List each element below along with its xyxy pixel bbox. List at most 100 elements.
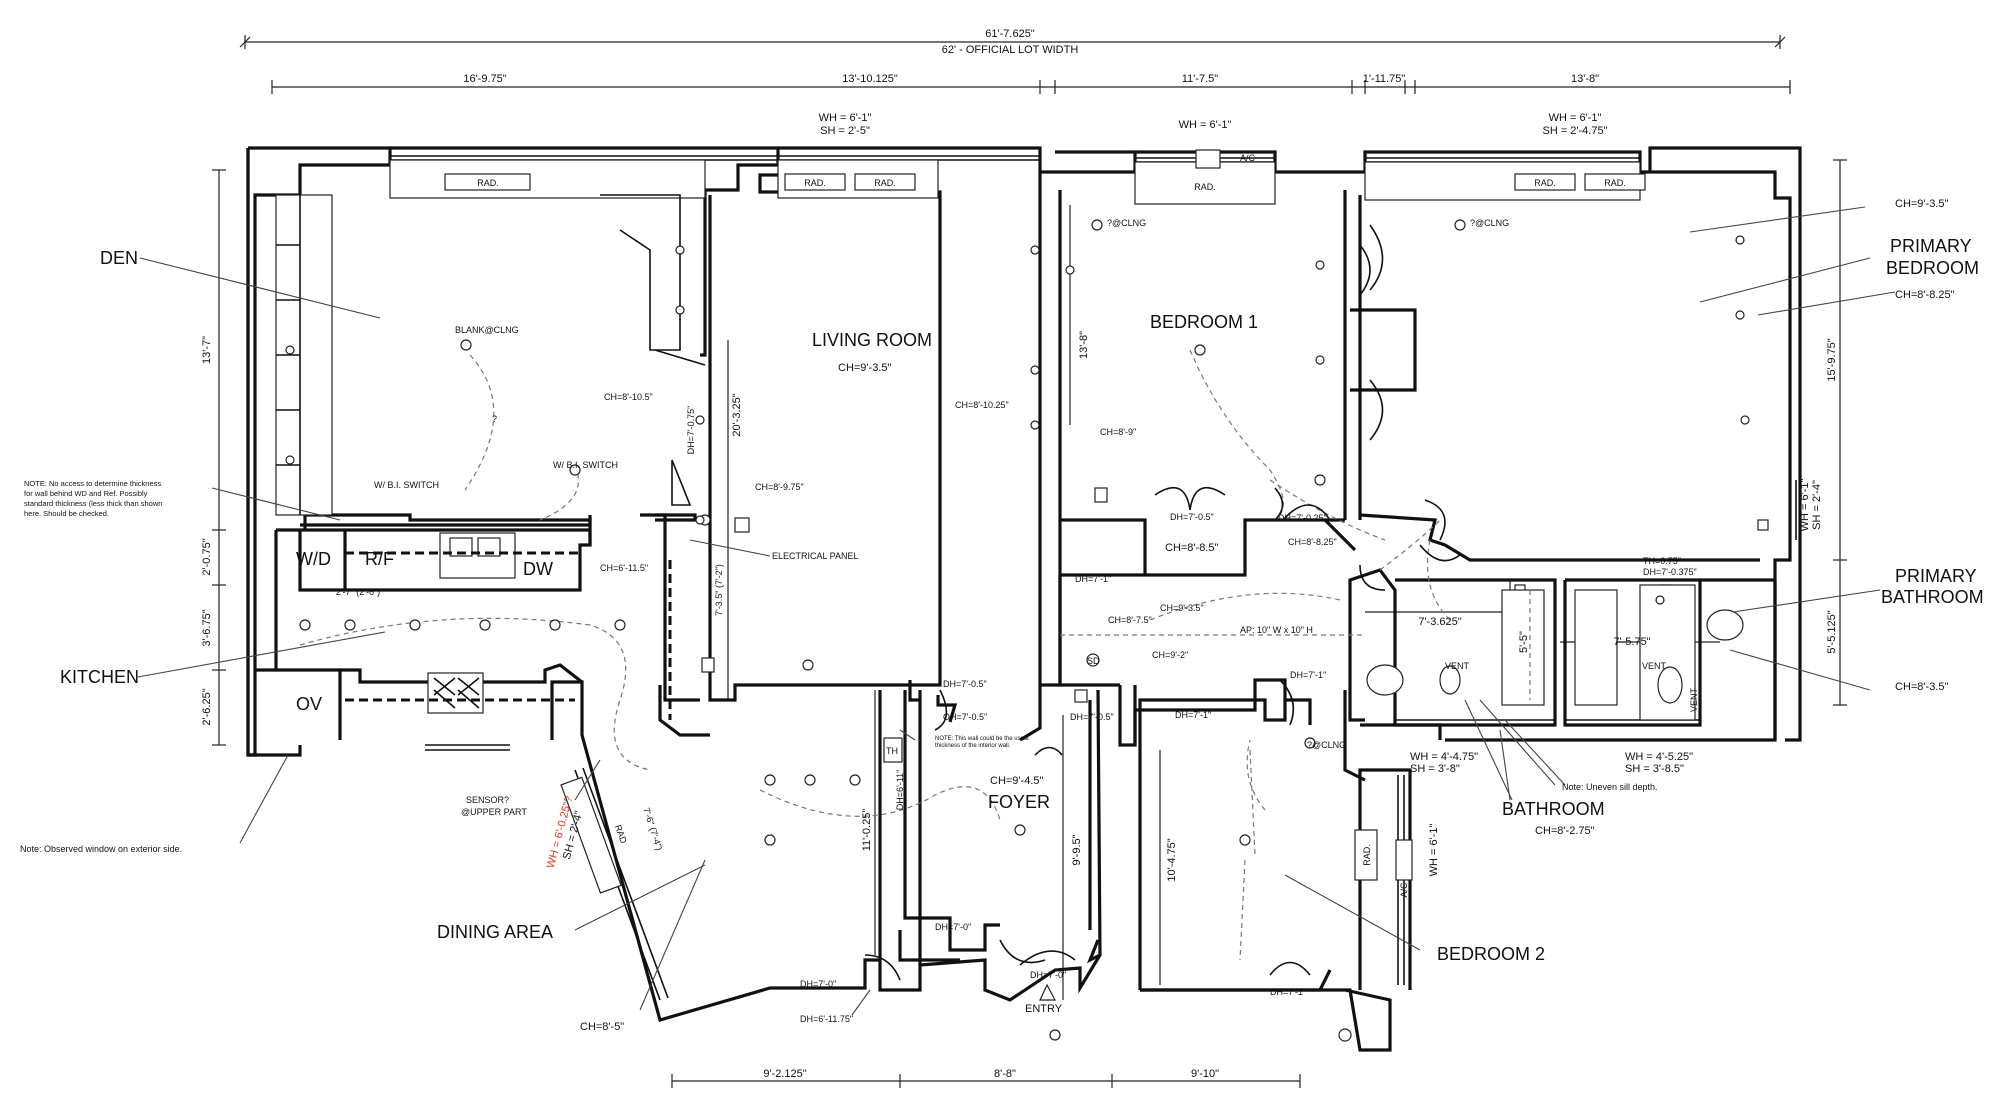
label-kitchen: KITCHEN (60, 667, 139, 687)
dim-bed2-depth: 10'-4.75" (1166, 838, 1178, 881)
room-labels: DEN LIVING ROOM CH=9'-3.5" BEDROOM 1 PRI… (60, 236, 1984, 1015)
primary-side-window-wh: WH = 6'-1" (1799, 479, 1811, 532)
wall-note-1: NOTE: This wall could be the usual (935, 736, 1029, 742)
label-primary-bathroom-1: PRIMARY (1895, 566, 1977, 586)
label-den: DEN (100, 248, 138, 268)
label-rad-dining: RAD (613, 823, 629, 845)
wd-note-2: for wall behind WD and Ref. Possibly (24, 489, 148, 498)
label-rad-den: RAD. (477, 178, 499, 188)
label-rad-primary-2: RAD. (1604, 178, 1626, 188)
dimension-text: 61'-7.625" 62' - OFFICIAL LOT WIDTH 16'-… (201, 28, 1838, 1080)
label-ac-side: A/C (1399, 882, 1409, 898)
dh-dining-low: DH=6'-11.75" (800, 1014, 853, 1024)
ch-living-beam: CH=8'-10.25" (955, 400, 1009, 410)
switch-label-1: W/ B.I. SWITCH (553, 460, 618, 470)
q-ceiling-bed1: ?@CLNG (1107, 218, 1146, 228)
dh-hall-1: DH=7'-1" (1075, 574, 1111, 584)
ceiling-fixtures (285, 219, 1750, 1041)
overall-dimension: 61'-7.625" (985, 28, 1035, 40)
label-vent-3: VENT (1689, 688, 1699, 713)
label-rad-bed2: RAD. (1362, 844, 1372, 866)
dh-closet-3: DH=7'-0" (935, 922, 971, 932)
fixture-labels: W/D R/F DW OV RAD. RAD. RAD. RAD. RAD. R… (296, 153, 1699, 898)
dh-dining-door: DH=6'-11" (895, 770, 905, 811)
dim-bath-b: 7'-5.75" (1613, 636, 1650, 648)
ch-dining: CH=8'-5" (580, 1021, 624, 1033)
dh-bed2-closet: DH=7'-1" (1175, 710, 1211, 720)
ch-living-side: CH=8'-9.75" (755, 482, 804, 492)
ch-hall-b: CH=9'-3.5" (1160, 603, 1204, 613)
label-primary-bedroom-1: PRIMARY (1890, 236, 1972, 256)
ch-primary-top: CH=9'-3.5" (1895, 198, 1948, 210)
dim-left-3: 3'-6.75" (201, 609, 213, 646)
bath2-window-sh: SH = 3'-8.5" (1625, 763, 1684, 775)
dim-left-1: 13'-7" (201, 336, 213, 364)
dim-bath-a: 7'-3.625" (1418, 616, 1461, 628)
dim-bottom-2: 8'-8" (994, 1068, 1016, 1080)
label-ov: OV (296, 694, 322, 714)
label-bedroom-2: BEDROOM 2 (1437, 944, 1545, 964)
dim-top-3: 11'-7.5" (1182, 73, 1218, 85)
bath2-window-wh: WH = 4'-5.25" (1625, 751, 1693, 763)
ceiling-labels: CH=9'-3.5" CH=8'-8.25" CH=8'-10.5" CH=8'… (580, 198, 1955, 1033)
label-rf: R/F (365, 549, 394, 569)
dashed-lines (299, 349, 1531, 961)
label-vent-2: VENT (1642, 661, 1667, 671)
th-primary: TH=0.75" (1643, 556, 1681, 566)
dim-right-2: 5'-5.125" (1826, 610, 1838, 653)
q-ceiling-primary: ?@CLNG (1470, 218, 1509, 228)
living-window-sh: SH = 2'-5" (820, 125, 870, 137)
small-fixtures (701, 149, 1769, 1042)
dimension-lines (212, 35, 1847, 1088)
label-rad-living-2: RAD. (874, 178, 896, 188)
living-window-wh: WH = 6'-1" (819, 112, 872, 124)
wd-note-3: standard thickness (less thick than show… (24, 499, 162, 508)
dh-entry-door: DH=7'-0" (1030, 970, 1066, 980)
label-living-room: LIVING ROOM (812, 330, 932, 350)
dh-closet-2: DH=7'-0.25" (1278, 513, 1327, 523)
label-primary-bedroom-2: BEDROOM (1886, 258, 1979, 278)
label-sd: SD (1087, 656, 1100, 666)
bath1-window-wh: WH = 4'-4.75" (1410, 751, 1478, 763)
label-ac-top: A/C (1240, 153, 1256, 163)
label-bathroom: BATHROOM (1502, 799, 1605, 819)
observed-window-note: Note: Observed window on exterior side. (20, 844, 182, 854)
dh-primary-small: DH=7'-0.375" (1643, 567, 1697, 577)
primary-window-sh: SH = 2'-4.75" (1542, 125, 1607, 137)
dim-bottom-3: 9'-10" (1191, 1068, 1219, 1080)
ch-kitchen-beam: CH=6'-11.5" (600, 563, 648, 573)
label-dining-area: DINING AREA (437, 922, 553, 942)
sensor-label-2: @UPPER PART (461, 807, 527, 817)
q-ceiling-bed2: ?@CLNG (1307, 740, 1346, 750)
dim-top-1: 16'-9.75" (463, 73, 506, 85)
uneven-sill-note: Note: Uneven sill depth. (1562, 782, 1658, 792)
dh-closet-1: DH=7'-0.5" (1170, 512, 1214, 522)
label-rad-living-1: RAD. (804, 178, 826, 188)
leaders (137, 206, 1896, 1016)
dh-bath-door: DH=7'-1" (1290, 670, 1326, 680)
dh-den: DH=7'-0.75" (686, 406, 696, 455)
dh-foyer-1: DH=7'-0.5" (1070, 712, 1114, 722)
dim-bath-c: 5'-5" (1518, 631, 1530, 653)
dim-living-depth: 20'-3.25" (731, 393, 743, 436)
ch-primary-bath: CH=8'-3.5" (1895, 681, 1948, 693)
dh-living-1: DH=7'-0.5" (943, 679, 987, 689)
primary-side-window-sh: SH = 2'-4" (1811, 480, 1823, 530)
label-dw: DW (523, 559, 553, 579)
ch-hall-d: CH=9'-2" (1152, 650, 1188, 660)
access-panel: AP: 10" W x 10" H (1240, 625, 1313, 635)
bath1-window-sh: SH = 3'-8" (1410, 763, 1460, 775)
question-mark: ? (492, 414, 497, 424)
dim-dining-small: 7'-6" (7'-4") (641, 806, 664, 851)
dim-kitchen-small: 2'-7" (2'-6") (336, 587, 380, 597)
doors (654, 224, 1461, 981)
dim-left-4: 2'-6.25" (201, 688, 213, 725)
ch-primary-side: CH=8'-8.25" (1895, 289, 1955, 301)
exterior-walls (246, 146, 1802, 1052)
dim-foyer-depth: 9'-9.5" (1071, 834, 1083, 865)
ch-closet-area: CH=8'-8.5" (1165, 542, 1218, 554)
label-bedroom-1: BEDROOM 1 (1150, 312, 1258, 332)
wd-note-1: NOTE: No access to determine thickness (24, 479, 161, 488)
electrical-panel: ELECTRICAL PANEL (772, 551, 859, 561)
label-rad-bed1: RAD. (1194, 182, 1216, 192)
